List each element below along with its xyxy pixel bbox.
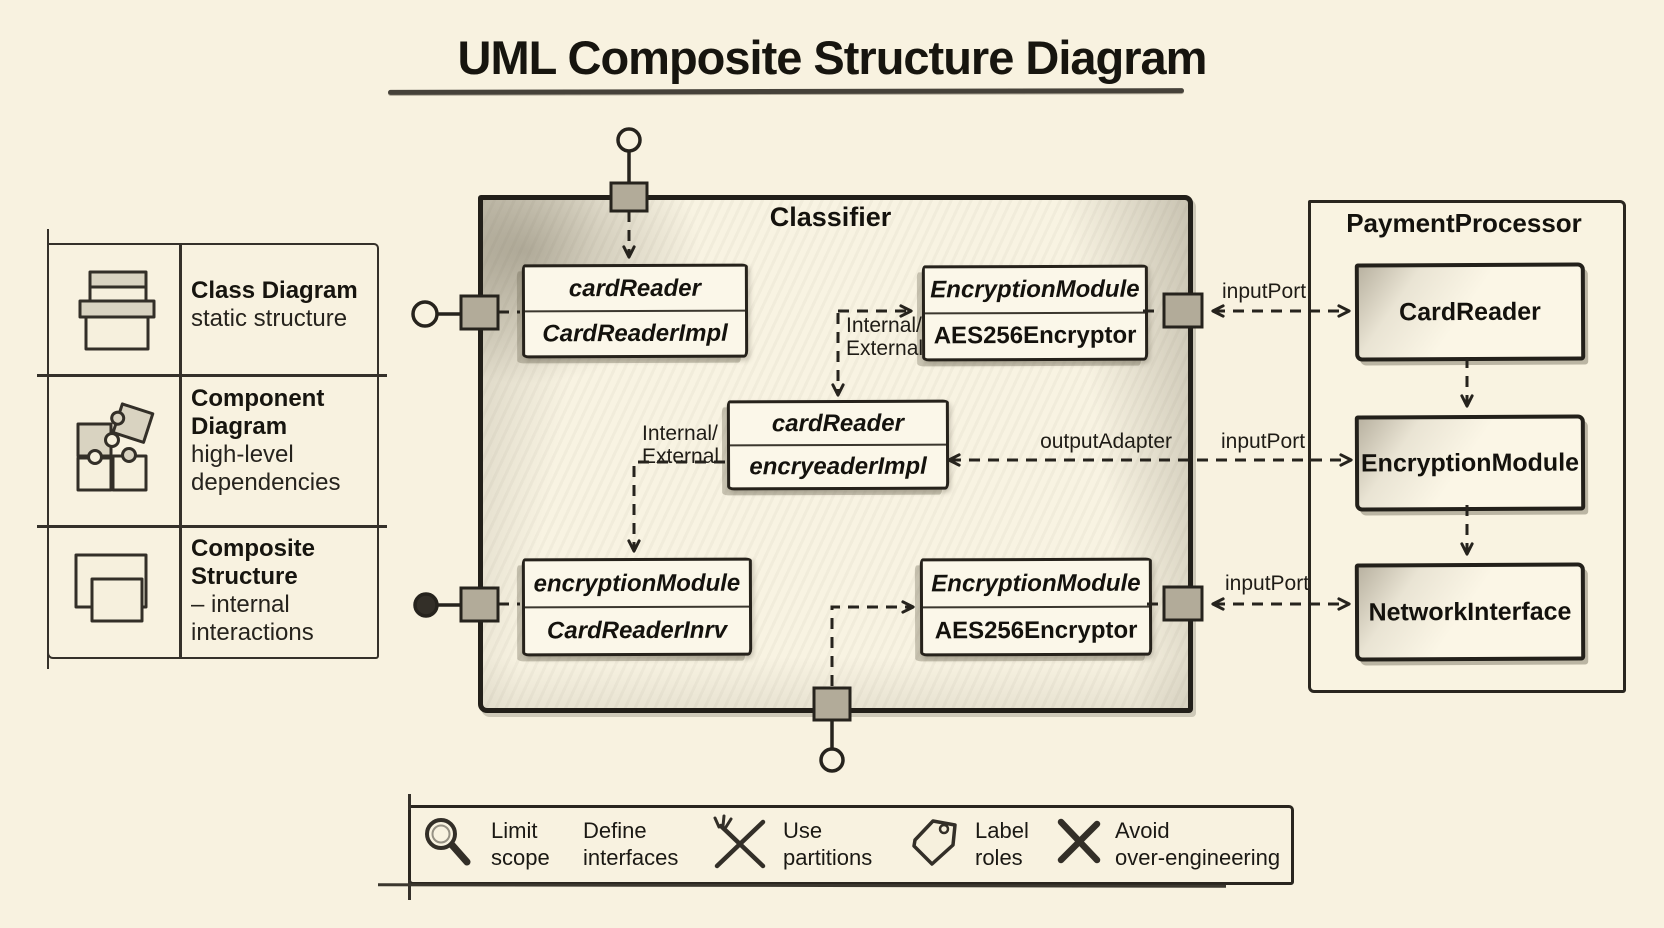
tip-label-roles: Label roles xyxy=(975,818,1029,870)
connector-label-input-port-bottom: inputPort xyxy=(1225,572,1310,595)
component-label: NetworkInterface xyxy=(1368,597,1572,626)
crossed-tools-icon xyxy=(707,814,773,879)
component-diagram-icon xyxy=(49,374,179,525)
diagram-type-name: Component Diagram xyxy=(191,385,325,440)
tips-bar: Limit scope Define interfaces Use partit… xyxy=(408,794,1294,900)
part-encryptionmodule-bottom-left: encryptionModule CardReaderInrv xyxy=(521,557,753,657)
interface-ball-left-bottom xyxy=(413,592,439,618)
tip-use-partitions: Use partitions xyxy=(783,818,873,870)
part-type: encryeaderImpl xyxy=(729,443,947,488)
table-row-divider xyxy=(37,374,387,377)
part-role: cardReader xyxy=(771,409,905,437)
table-tick xyxy=(46,651,49,669)
component-label: CardReader xyxy=(1399,297,1541,326)
table-column-divider xyxy=(179,243,182,657)
diagram-types-table: Class Diagram static structure Component… xyxy=(37,229,387,669)
tip-limit-scope: Limit scope xyxy=(491,818,550,870)
legend-tick xyxy=(408,794,411,810)
connector-label-output-adapter: outputAdapter xyxy=(1040,430,1172,453)
connector-label-internal-external-top: Internal/ External xyxy=(846,314,924,360)
diagram-type-desc: high-level dependencies xyxy=(191,441,341,496)
sidebar-item-component-diagram: Component Diagram high-level dependencie… xyxy=(191,385,371,497)
tip-define-interfaces: Define interfaces xyxy=(583,818,679,870)
diagram-type-name: Composite Structure xyxy=(191,535,316,590)
table-row-divider xyxy=(37,525,387,528)
part-role: encryptionModule xyxy=(533,569,741,597)
component-encryptionmodule: EncryptionModule xyxy=(1354,414,1586,512)
component-label: EncryptionModule xyxy=(1360,448,1580,477)
classifier-title: Classifier xyxy=(769,202,892,232)
part-type: CardReaderInrv xyxy=(524,605,750,654)
part-type: AES256Encryptor xyxy=(922,605,1150,654)
tip-avoid-over-engineering: Avoid over-engineering xyxy=(1115,818,1281,870)
connector-label-internal-external-left: Internal/ External xyxy=(642,422,720,468)
interface-ball-bottom xyxy=(819,747,845,773)
part-role: cardReader xyxy=(568,274,701,302)
sidebar-item-composite-structure: Composite Structure – internal interacti… xyxy=(191,535,371,647)
part-type: CardReaderImpl xyxy=(524,309,746,356)
interface-ball-top xyxy=(616,127,642,153)
part-encryptionmodule-top: EncryptionModule AES256Encryptor xyxy=(921,264,1149,362)
class-icon-header xyxy=(88,270,148,288)
title-underline xyxy=(387,88,1185,95)
connector-label-input-port-middle: inputPort xyxy=(1221,430,1306,453)
payment-processor-title: PaymentProcessor xyxy=(1346,208,1582,238)
sidebar-item-class-diagram: Class Diagram static structure xyxy=(191,277,371,333)
diagram-type-desc: static structure xyxy=(191,305,348,332)
composite-structure-icon xyxy=(49,525,179,657)
diagram-type-name: Class Diagram xyxy=(191,277,358,304)
legend-underline xyxy=(377,883,1227,888)
cross-icon xyxy=(1051,814,1107,875)
part-type: AES256Encryptor xyxy=(924,311,1146,359)
part-cardreader-middle: cardReader encryeaderImpl xyxy=(726,399,950,491)
legend-tick xyxy=(408,880,411,900)
class-diagram-icon xyxy=(49,245,179,374)
part-role: EncryptionModule xyxy=(930,275,1140,304)
tag-icon xyxy=(903,814,965,877)
component-networkinterface: NetworkInterface xyxy=(1354,562,1586,662)
diagram-type-desc: – internal interactions xyxy=(191,591,314,646)
interface-ball-left-top xyxy=(411,300,439,328)
magnifier-icon xyxy=(421,814,477,877)
part-encryptionmodule-bottom-right: EncryptionModule AES256Encryptor xyxy=(919,557,1153,657)
part-cardreader-top: cardReader CardReaderImpl xyxy=(521,263,749,359)
table-tick xyxy=(46,229,49,245)
page-title: UML Composite Structure Diagram xyxy=(457,31,1208,84)
connector-label-input-port-top: inputPort xyxy=(1222,280,1307,303)
part-role: EncryptionModule xyxy=(931,569,1141,597)
component-cardreader: CardReader xyxy=(1354,262,1586,362)
